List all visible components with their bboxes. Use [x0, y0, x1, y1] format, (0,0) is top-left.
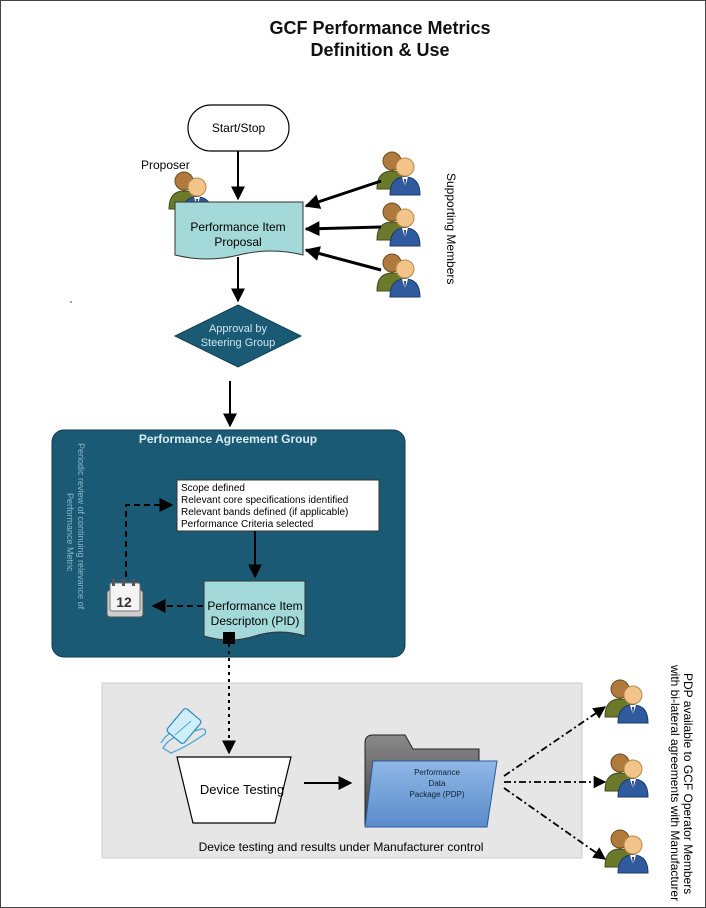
scope-item: Scope defined	[181, 483, 245, 494]
manufacturer-panel	[101, 682, 583, 859]
calendar-icon	[106, 579, 144, 618]
title-line2: Definition & Use	[310, 40, 449, 60]
approval-line1: Approval by	[209, 323, 268, 335]
periodic-review-line2: Performance Metric	[65, 493, 75, 572]
arrow-calendar-to-scope	[125, 498, 174, 577]
periodic-review-line1: Periodic review of continuing relevance …	[76, 443, 86, 610]
supporting-member-icon-2	[376, 202, 421, 247]
pid-line2: Descripton (PID)	[211, 614, 300, 628]
supporting-member-icon-3	[376, 253, 421, 298]
pid-line1: Performance Item	[207, 599, 302, 613]
approval-line2: Steering Group	[201, 337, 276, 349]
title-line1: GCF Performance Metrics	[269, 18, 490, 38]
scope-item: Relevant core specifications identified	[181, 495, 348, 506]
proposal-line2: Proposal	[214, 235, 261, 249]
pid-document[interactable]	[203, 580, 306, 641]
scope-box	[176, 479, 380, 532]
proposer-label: Proposer	[141, 158, 190, 172]
pag-title: Performance Agreement Group	[139, 432, 317, 446]
pid-connector	[223, 632, 235, 644]
pdp-line3: Package (PDP)	[409, 790, 464, 799]
operator-member-icon-3	[604, 829, 649, 874]
arrow-pdp-to-operator-1	[503, 706, 607, 777]
arrow-pdp-to-operator-3	[503, 787, 607, 860]
pdp-folder-icon[interactable]	[364, 734, 498, 828]
arrow-member1-to-proposal	[304, 179, 382, 209]
pdp-line2: Data	[429, 779, 446, 788]
operator-member-icon-1	[604, 679, 649, 724]
proposal-line1: Performance Item	[190, 220, 285, 234]
approval-diamond[interactable]	[173, 304, 303, 368]
start-stop-label: Start/Stop	[212, 121, 266, 135]
pdp-available-line2: with bi-lateral agreements with Manufact…	[668, 664, 682, 901]
stray-dot	[70, 301, 72, 303]
proposal-document[interactable]	[174, 201, 304, 260]
arrow-member2-to-proposal	[304, 221, 382, 237]
operator-member-icon-2	[604, 753, 649, 798]
scope-item: Relevant bands defined (if applicable)	[181, 507, 348, 518]
calendar-day: 12	[116, 594, 132, 610]
arrow-member3-to-proposal	[304, 246, 382, 272]
hand-device-icon	[160, 708, 207, 754]
manufacturer-caption: Device testing and results under Manufac…	[199, 840, 484, 854]
pdp-line1: Performance	[414, 768, 460, 777]
supporting-members-label: Supporting Members	[444, 173, 458, 284]
device-testing-node[interactable]	[176, 756, 292, 824]
supporting-member-icon-1	[376, 151, 421, 196]
scope-item: Performance Criteria selected	[181, 519, 313, 530]
pdp-available-line1: PDP available to GCF Operator Members	[681, 673, 695, 894]
device-testing-label: Device Testing	[200, 782, 284, 797]
